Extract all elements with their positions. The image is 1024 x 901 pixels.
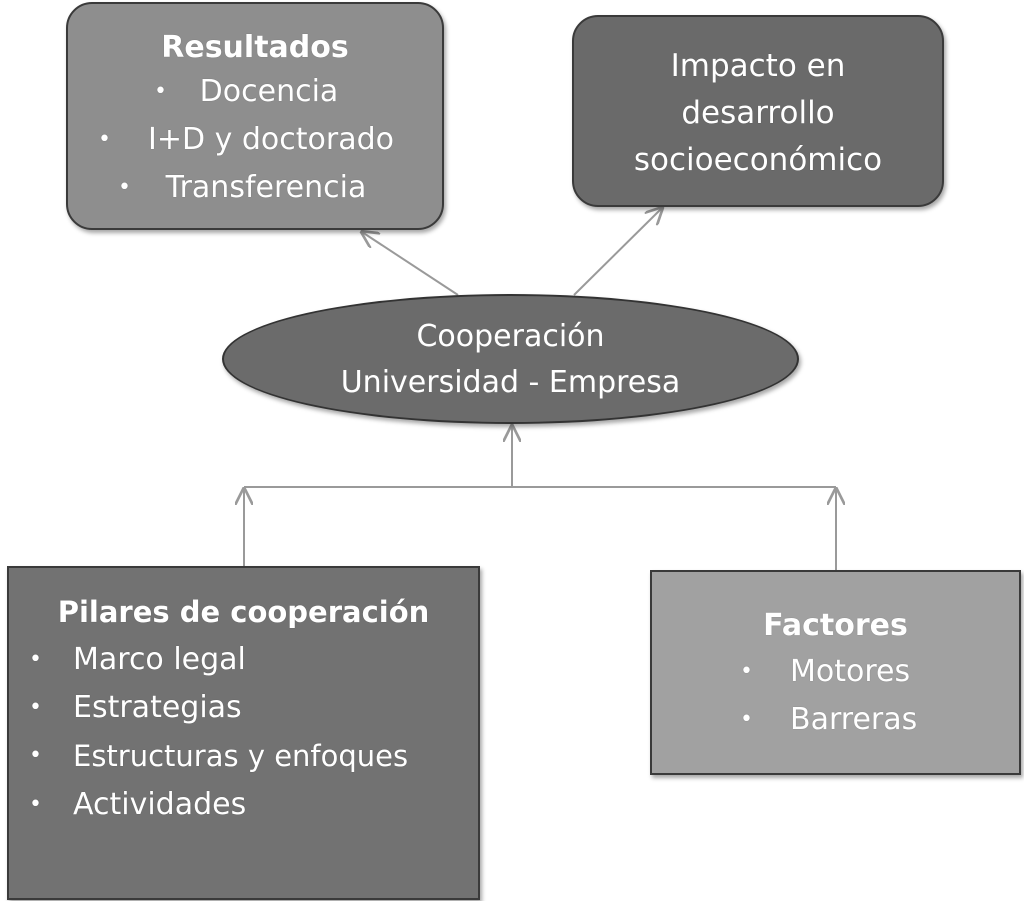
impacto-line-1: Impacto en: [670, 48, 846, 84]
bullet-icon: •: [29, 695, 42, 720]
resultados-title: Resultados: [161, 30, 349, 65]
resultados-item-id-doctorado: I+D y doctorado: [147, 122, 395, 157]
bullet-icon: •: [29, 792, 42, 817]
bullet-icon: •: [118, 175, 131, 200]
pilares-item-actividades: Actividades: [73, 787, 247, 822]
pilares-title: Pilares de cooperación: [57, 595, 430, 629]
resultados-list: • Docencia • I+D y doctorado • Transfere…: [68, 68, 442, 212]
list-item: • Transferencia: [68, 164, 442, 212]
bullet-icon: •: [154, 79, 167, 104]
bullet-icon: •: [29, 647, 42, 672]
list-item: • Barreras: [652, 696, 1019, 744]
resultados-box: Resultados • Docencia • I+D y doctorado …: [66, 2, 444, 230]
factores-list: • Motores • Barreras: [652, 648, 1019, 744]
list-item: • Motores: [652, 648, 1019, 696]
pilares-item-marco-legal: Marco legal: [73, 642, 246, 677]
cooperacion-ellipse: Cooperación Universidad - Empresa: [222, 294, 799, 424]
list-item: • Estructuras y enfoques: [9, 732, 478, 781]
factores-item-barreras: Barreras: [790, 702, 918, 737]
bullet-icon: •: [740, 707, 753, 732]
bullet-icon: •: [29, 743, 42, 768]
pilares-item-estructuras: Estructuras y enfoques: [73, 739, 409, 773]
factores-box: Factores • Motores • Barreras: [650, 570, 1021, 775]
cooperacion-line-1: Cooperación: [416, 319, 605, 354]
impacto-line-2: desarrollo: [681, 95, 835, 131]
pilares-item-estrategias: Estrategias: [73, 690, 242, 725]
pilares-list: • Marco legal • Estrategias • Estructura…: [9, 636, 478, 829]
list-item: • Actividades: [9, 781, 478, 829]
list-item: • Docencia: [68, 68, 442, 116]
resultados-item-transferencia: Transferencia: [165, 170, 367, 205]
arrow-to-impacto: [573, 208, 662, 296]
factores-item-motores: Motores: [790, 654, 911, 689]
resultados-item-docencia: Docencia: [199, 74, 339, 109]
list-item: • Estrategias: [9, 684, 478, 732]
impacto-box: Impacto en desarrollo socioeconómico: [572, 15, 944, 207]
bullet-icon: •: [98, 127, 111, 152]
impacto-line-3: socioeconómico: [633, 142, 883, 178]
arrow-to-resultados: [362, 232, 459, 296]
list-item: • I+D y doctorado: [68, 116, 442, 164]
factores-title: Factores: [763, 608, 908, 643]
pilares-box: Pilares de cooperación • Marco legal • E…: [7, 566, 480, 900]
list-item: • Marco legal: [9, 636, 478, 684]
cooperacion-line-2: Universidad - Empresa: [340, 365, 681, 400]
bullet-icon: •: [740, 659, 753, 684]
